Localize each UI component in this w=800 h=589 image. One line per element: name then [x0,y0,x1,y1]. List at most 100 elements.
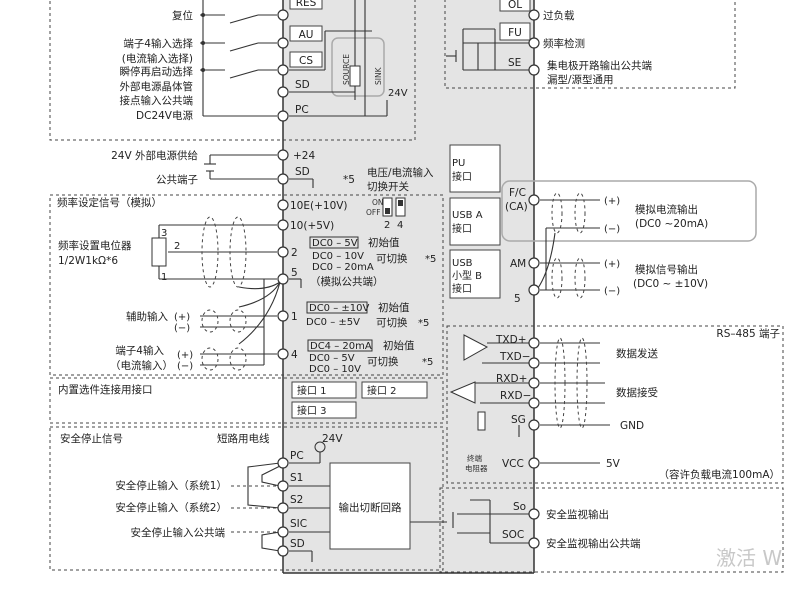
t4-input-sub: （电流输入） [110,359,173,372]
terminal-rxdm-label: RXD− [500,390,531,402]
terminal-txdp-label: TXD+ [495,334,527,346]
pu-sub: 接口 [452,170,472,183]
watermark: 激活 W [716,546,782,570]
t4-alt1: DC0 – 5V [309,353,355,364]
fc-minus: (−) [604,224,620,235]
cs-box [289,51,323,68]
safety-input-2: 安全停止输入（系统2） [115,501,227,514]
fc-plus: (+) [604,196,620,207]
pu-label: PU [452,158,465,169]
interface-1 [291,381,357,399]
usb-b-port [449,249,501,299]
label-24v-top: 24V [388,88,408,99]
rs485-box [446,325,784,484]
label-term4-select: 端子4输入选择 [123,37,193,50]
t1-default: DC0 – ±10V [309,303,370,314]
dip-switch-4[interactable] [395,197,406,217]
t2-initial: 初始值 [368,236,400,249]
terminal-1-label: 1 [291,311,298,323]
source-sink-switch-box [331,37,385,97]
t4-plus: (+) [177,350,193,361]
oc-common-label: 集电极开路输出公共端 [547,59,652,72]
t4-input-label: 端子4输入 [115,344,164,357]
safety-input-common: 安全停止输入公共端 [131,526,226,539]
t2-switchable: 可切换 [376,252,408,265]
am-plus: (+) [604,259,620,270]
t4-alt2: DC0 – 10V [309,364,361,375]
safety-monitor-common: 安全监视输出公共端 [546,537,641,550]
switch-title-2: 切换开关 [367,180,409,193]
t4-note: *5 [422,357,433,368]
data-send-label: 数据发送 [616,347,658,360]
safety-input-1: 安全停止输入（系统1） [115,479,227,492]
label-ext-supply: 24V 外部电源供给 [111,149,198,162]
dip-switch-2[interactable] [382,197,393,217]
t1-note: *5 [418,318,429,329]
terminal-10e-label: 10E(+10V) [290,200,348,212]
terminal-so-label: So [513,501,526,513]
pu-port [449,144,501,193]
vcc-5v-label: 5V [606,458,621,470]
sink-label: SINK [374,66,383,85]
signal-output-range: (DC0 ~ ±10V) [633,278,708,290]
note-star5: *5 [343,174,355,186]
input-switches [200,0,388,117]
terminal-s1-label: S1 [290,472,303,484]
terminal-fu-label: FU [508,27,522,39]
terminal-4-label: 4 [291,349,298,361]
t1-alt: DC0 – ±5V [306,317,360,328]
aux-plus: (+) [174,312,190,323]
load-current-label: （容许负载电流100mA） [659,468,780,481]
terminal-sd2-label: SD [295,166,310,178]
t4-initial: 初始值 [383,339,415,352]
t1-switchable: 可切换 [376,316,408,329]
t4-switchable: 可切换 [367,355,399,368]
oc-type-label: 漏型/源型通用 [547,73,614,86]
safety-monitor-box [439,487,784,573]
option-interface-box [49,377,444,424]
pot-label: 频率设置电位器 [58,239,132,252]
res-box [289,0,323,10]
short-wire-label: 短路用电线 [217,432,270,445]
label-term4-select-sub: (电流输入选择) [122,52,193,65]
terminal-am-label: AM [510,258,526,270]
gnd-label: GND [620,420,644,432]
aux-minus: (−) [174,323,190,334]
fu-box [499,22,531,41]
label-reset: 复位 [172,9,193,22]
label-restart-select: 瞬停再启动选择 [120,65,194,78]
transmitter-symbol [463,334,489,361]
terminal-sg-label: SG [511,414,526,426]
ol-box [499,0,531,12]
usb-b-sub1: 小型 B [452,269,482,282]
terminal-cs-label: CS [299,55,313,67]
terminal-2-label: 2 [291,247,298,259]
receiver-symbol [449,381,476,404]
interface-2-label: 接口 2 [367,384,397,397]
safety-24v: 24V [322,433,343,445]
source-sink-jumper[interactable] [349,65,361,87]
interface-3 [291,401,357,419]
analog-common-label: （模拟公共端） [310,275,384,288]
output-cutoff-label: 输出切断回路 [339,501,402,514]
pot-pin1: 1 [161,272,167,283]
option-title: 内置选件连接用接口 [58,383,153,396]
terminal-vcc-label: VCC [502,458,524,470]
safety-monitor-output: 安全监视输出 [546,508,609,521]
usb-b-sub2: 接口 [452,282,472,295]
switch-on-label: ON [372,198,384,207]
usb-a-port [449,197,501,246]
pot-spec: 1/2W1kΩ*6 [58,255,118,267]
label-ext-common-1: 外部电源晶体管 [120,80,194,93]
au-box [289,25,323,42]
term-res-label-2: 电阻器 [465,463,488,473]
signal-output-label: 模拟信号输出 [635,263,698,276]
frequency-setting-box [49,194,444,376]
pot-pin3: 3 [161,228,167,239]
terminal-res-label: RES [296,0,317,9]
terminal-sd-label: SD [295,79,310,91]
pot-pin2: 2 [174,241,180,252]
label-common-terminal: 公共端子 [156,173,198,186]
current-output-label: 模拟电流输出 [635,203,698,216]
input-signal-box [49,0,416,141]
